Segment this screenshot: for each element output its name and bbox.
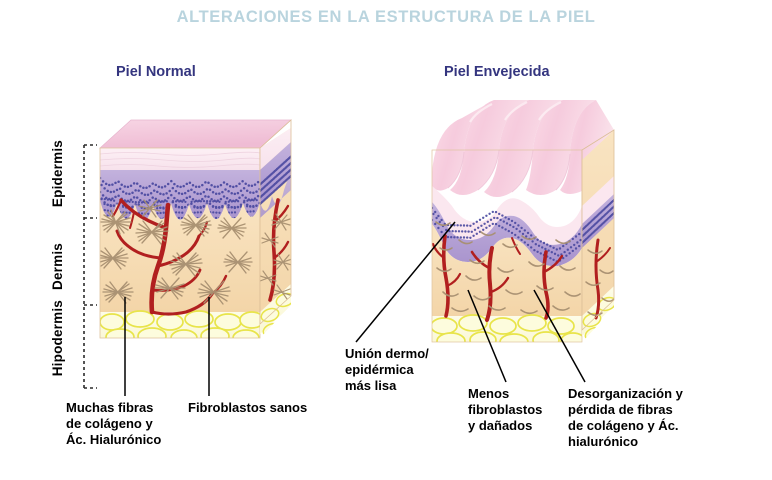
caption-disorganization-fiber-loss: Desorganización y pérdida de fibras de c… bbox=[568, 386, 683, 449]
panel-title-normal-skin: Piel Normal bbox=[116, 64, 196, 80]
fragmented-fibers-aged bbox=[435, 221, 581, 315]
caption-smoother-junction: Unión dermo/ epidérmica más lisa bbox=[345, 346, 429, 393]
caption-many-collagen-fibers: Muchas fibras de colágeno y Ác. Hialurón… bbox=[66, 400, 162, 447]
leader-lines-normal bbox=[124, 297, 210, 396]
fat-cells-normal bbox=[100, 310, 260, 338]
dermo-epidermal-junction-aged bbox=[432, 202, 582, 267]
caption-healthy-fibroblasts: Fibroblastos sanos bbox=[188, 400, 308, 415]
normal-skin-surface bbox=[100, 120, 291, 148]
caption-fewer-fibroblasts: Menos fibroblastos y dañados bbox=[468, 386, 543, 433]
leader-lines-aged bbox=[355, 221, 586, 383]
collagen-bundles-normal bbox=[100, 199, 253, 305]
fat-cells-aged bbox=[432, 314, 582, 342]
blood-vessels-aged bbox=[432, 234, 564, 322]
aged-skin-block bbox=[431, 100, 615, 343]
normal-skin-block bbox=[99, 119, 292, 339]
panel-title-aged-skin: Piel Envejecida bbox=[444, 64, 550, 80]
layer-bracket-guides bbox=[83, 144, 97, 389]
stratum-corneum-aged bbox=[432, 186, 582, 245]
page-title: ALTERACIONES EN LA ESTRUCTURA DE LA PIEL bbox=[176, 8, 596, 26]
